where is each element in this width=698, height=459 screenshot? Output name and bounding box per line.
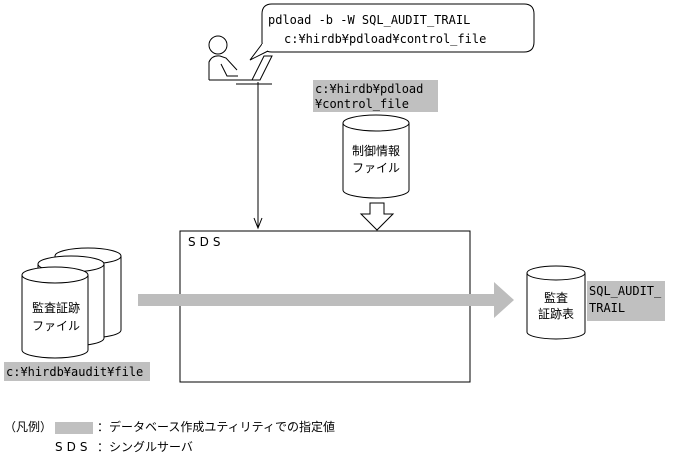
audit-file-label-2: ファイル — [32, 319, 80, 333]
audit-trail-table-cylinder: 監査 証跡表 — [526, 265, 586, 340]
control-file-label-2: ファイル — [352, 161, 400, 175]
user-figure — [208, 35, 273, 85]
legend-sds-term: SDS — [55, 440, 91, 454]
data-flow-arrow — [138, 282, 514, 318]
legend: （凡例） ：データベース作成ユティリティでの指定値 SDS ：シングルサーバ — [4, 419, 335, 454]
user-to-sds-arrow — [253, 82, 263, 230]
audit-trail-file-cylinders — [21, 247, 122, 359]
sds-box: SDS — [179, 230, 471, 383]
legend-title: （凡例） — [4, 420, 52, 434]
audit-table-label-2: 証跡表 — [538, 306, 574, 321]
control-file-to-sds-arrow — [359, 202, 395, 231]
audit-table-name: SQL_AUDIT_ TRAIL — [587, 281, 665, 321]
legend-shade-swatch — [55, 422, 93, 434]
legend-sds-desc: ：シングルサーバ — [97, 440, 193, 454]
control-info-file-cylinder: 制御情報 ファイル — [342, 114, 410, 199]
legend-shade-desc: ：データベース作成ユティリティでの指定値 — [97, 419, 335, 434]
command-line-1: pdload -b -W SQL_AUDIT_TRAIL — [268, 13, 470, 27]
command-bubble: pdload -b -W SQL_AUDIT_TRAIL c:¥hirdb¥pd… — [249, 3, 535, 61]
sds-label: SDS — [188, 235, 224, 249]
audit-file-label-1: 監査証跡 — [32, 300, 80, 315]
control-file-path-line-1: c:¥hirdb¥pdload — [315, 82, 423, 96]
control-file-path: c:¥hirdb¥pdload ¥control_file — [313, 80, 438, 112]
control-file-path-line-2: ¥control_file — [315, 97, 409, 111]
audit-table-label-1: 監査 — [544, 290, 568, 305]
command-line-2: c:¥hirdb¥pdload¥control_file — [284, 32, 486, 46]
audit-file-path-text: c:¥hirdb¥audit¥file — [6, 365, 143, 379]
audit-file-path: c:¥hirdb¥audit¥file — [4, 362, 150, 381]
control-file-label-1: 制御情報 — [352, 143, 400, 158]
audit-table-name-line-2: TRAIL — [589, 301, 625, 315]
audit-table-name-line-1: SQL_AUDIT_ — [589, 284, 662, 298]
